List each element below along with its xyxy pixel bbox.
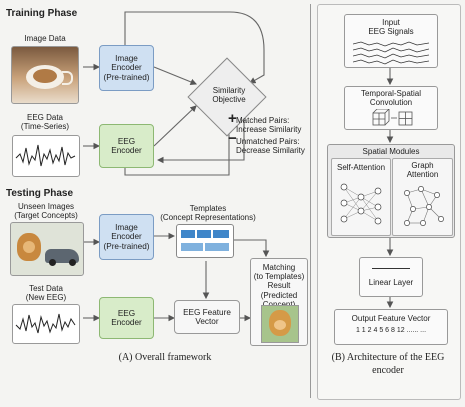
eeg-waveform-icon	[12, 135, 80, 177]
input-eeg-box: Input EEG Signals	[344, 14, 438, 68]
golden-retriever-image	[261, 305, 299, 343]
test-data-label: Test Data (New EEG)	[25, 284, 67, 303]
panel-divider	[310, 4, 311, 398]
dog-and-car-image	[10, 222, 84, 276]
matching-box: Matching (to Templates) Result (Predicte…	[250, 258, 308, 346]
caption-b: (B) Architecture of the EEG encoder	[331, 352, 445, 376]
eeg-data-label: EEG Data (Time-Series)	[20, 113, 70, 132]
spatial-modules-box: Spatial Modules Self-Attention Graph Att…	[327, 144, 455, 238]
spatial-modules-label: Spatial Modules	[362, 147, 420, 156]
unseen-images-label: Unseen Images (Target Concepts)	[14, 202, 78, 221]
templates-label: Templates (Concept Representations)	[160, 204, 256, 223]
caption-a: (A) Overall framework	[118, 352, 212, 363]
eeg-feature-vector-box: EEG Feature Vector	[174, 300, 240, 334]
conv-label: Temporal-Spatial Convolution	[360, 89, 422, 108]
output-vector-box: Output Feature Vector 1 1 2 4 5 6 8 12 .…	[334, 309, 448, 345]
minus-sign: −	[228, 130, 237, 147]
template-bar-1	[181, 230, 229, 238]
image-encoder-train: Image Encoder (Pre-trained)	[99, 45, 154, 91]
graph-icon	[404, 186, 444, 226]
graph-attention-box: Graph Attention	[392, 158, 453, 236]
image-data-group: Image Data	[6, 34, 84, 104]
conv-box: Temporal-Spatial Convolution	[344, 86, 438, 130]
self-attention-label: Self-Attention	[336, 163, 386, 172]
linear-layer-box: Linear Layer	[359, 257, 423, 297]
training-phase-title: Training Phase	[6, 8, 78, 19]
linear-layer-line	[372, 268, 410, 269]
matched-pairs-label: Matched Pairs: Increase Similarity	[236, 116, 302, 135]
plus-sign: +	[228, 110, 237, 127]
3d-grid-icon	[372, 109, 413, 126]
image-encoder-test: Image Encoder (Pre-trained)	[99, 214, 154, 260]
output-vector-values: 1 1 2 4 5 6 8 12 ...... ...	[355, 327, 427, 334]
similarity-objective-label: Similarity Objective	[212, 86, 246, 105]
testing-phase-title: Testing Phase	[6, 188, 74, 199]
linear-layer-label: Linear Layer	[368, 278, 414, 287]
templates-box	[176, 224, 234, 258]
eeg-encoder-train: EEG Encoder	[99, 124, 154, 168]
eeg-signals-icon	[353, 41, 429, 65]
eeg-encoder-test: EEG Encoder	[99, 297, 154, 339]
self-attention-box: Self-Attention	[331, 158, 391, 236]
input-eeg-label: Input EEG Signals	[368, 18, 414, 37]
coffee-cup-image	[11, 46, 79, 104]
neural-network-icon	[340, 183, 382, 225]
unmatched-pairs-label: Unmatched Pairs: Decrease Similarity	[236, 137, 305, 156]
eeg-data-group: EEG Data (Time-Series)	[6, 113, 84, 177]
template-bar-2	[181, 243, 229, 251]
eeg-waveform-icon-test	[12, 304, 80, 344]
matching-label: Matching (to Templates) Result (Predicte…	[253, 263, 305, 309]
image-data-label: Image Data	[24, 34, 66, 43]
test-data-group: Test Data (New EEG)	[6, 284, 86, 344]
graph-attention-label: Graph Attention	[406, 161, 439, 180]
output-vector-label: Output Feature Vector	[351, 314, 431, 323]
unseen-images-group: Unseen Images (Target Concepts)	[6, 202, 86, 276]
